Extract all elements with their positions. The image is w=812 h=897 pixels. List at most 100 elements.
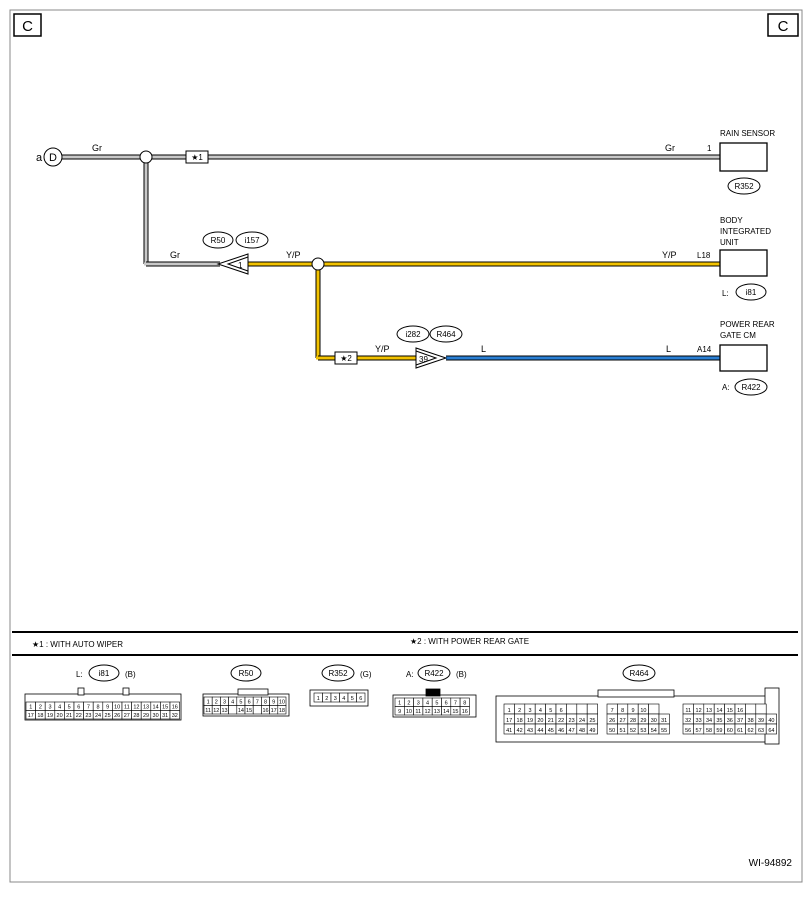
joint-connector-1: 1 (216, 253, 249, 275)
conn-i81-pin-number: 25 (105, 713, 111, 719)
conn-r50-pin-number: 15 (246, 708, 252, 714)
conn-i81-pin-number: 23 (85, 713, 91, 719)
conn-r464-a-pin-number: 47 (569, 728, 575, 734)
conn-i81-pin-number: 13 (143, 705, 149, 711)
conn-r422-pin-number: 6 (445, 701, 448, 707)
start-letter: D (49, 152, 57, 164)
conn-r50-pin-number: 3 (223, 700, 226, 706)
conn-i81-pin-number: 3 (48, 705, 51, 711)
conn-i81-pin-number: 30 (153, 713, 159, 719)
conn-r464-b-pin-number: 53 (640, 728, 646, 734)
conn-r352-ref: R352 (321, 664, 355, 682)
joint2-ref-r464-text: R464 (436, 330, 456, 339)
joint2-pin: 39 (419, 355, 428, 364)
conn-r464-a-pin-cell (566, 703, 578, 715)
conn-r50-ref: R50 (230, 664, 262, 682)
conn-i81-color: (B) (125, 670, 136, 679)
note-star1: ★1 : WITH AUTO WIPER (32, 640, 123, 649)
rain-sensor-title: RAIN SENSOR (720, 129, 775, 138)
conn-r464-a-pin-number: 20 (537, 718, 543, 724)
option-box-star1: ★1 (185, 150, 209, 164)
conn-r50-pin-number: 11 (205, 708, 211, 714)
body-unit-pin: L18 (697, 251, 711, 260)
conn-r464-b-pin-number: 10 (640, 708, 646, 714)
conn-r464-c-pin-number: 37 (737, 718, 743, 724)
conn-r50-pin-cell (277, 705, 287, 715)
conn-r50-pin-number: 2 (215, 700, 218, 706)
diagram-code: WI-94892 (749, 858, 793, 869)
power-rear-box (719, 344, 768, 372)
conn-r422-pin-number: 2 (407, 701, 410, 707)
conn-r464-a-pin-number: 46 (558, 728, 564, 734)
conn-r352-name: R352 (328, 669, 348, 678)
conn-r422-name: R422 (424, 669, 444, 678)
conn-r50-pin-number: 16 (262, 708, 268, 714)
conn-i81-pin-number: 15 (162, 705, 168, 711)
conn-r464-b-pin-number: 30 (651, 718, 657, 724)
conn-r464-a-pin-cell (576, 703, 588, 715)
wire-label-yp-body: Y/P (662, 250, 677, 260)
conn-r50-pin-number: 6 (248, 700, 251, 706)
conn-r422-pin-number: 13 (434, 709, 440, 715)
rain-sensor-box (719, 142, 768, 172)
conn-i81-pin-number: 32 (172, 713, 178, 719)
conn-r464-b-pin-number: 28 (630, 718, 636, 724)
conn-r352-color: (G) (360, 670, 372, 679)
conn-i81-pin-number: 5 (68, 705, 71, 711)
conn-r422-pin-cell (459, 706, 470, 716)
conn-r464-a-pin-number: 18 (517, 718, 523, 724)
start-label: a (36, 152, 43, 164)
conn-r464-b-pin-number: 50 (609, 728, 615, 734)
conn-r50-pin-number: 1 (207, 700, 210, 706)
conn-r464-c-pin-number: 33 (696, 718, 702, 724)
conn-i81-pin-number: 27 (124, 713, 130, 719)
conn-r464-c-pin-number: 62 (748, 728, 754, 734)
conn-r464-ref: R464 (622, 664, 656, 682)
conn-i81-pin-number: 8 (96, 705, 99, 711)
conn-r50-pin-cell (252, 705, 262, 715)
conn-i81-pin-number: 21 (66, 713, 72, 719)
corner-label-left: C (22, 18, 33, 35)
option-box-star2: ★2 (334, 351, 358, 365)
conn-r352-pin-number: 5 (351, 696, 354, 702)
conn-i81-pin-cell (169, 710, 180, 720)
conn-r352-pin-number: 3 (334, 696, 337, 702)
conn-r464-c-pin-cell (745, 703, 757, 715)
splice-point-yellow (311, 257, 325, 271)
conn-r464-b-pin-number: 9 (631, 708, 634, 714)
body-unit-connector-ref: i81 (735, 283, 767, 301)
conn-i81-pin-number: 28 (133, 713, 139, 719)
gray-wires (62, 154, 720, 267)
conn-r422-pin-number: 7 (454, 701, 457, 707)
conn-r464-c-pin-number: 64 (768, 728, 774, 734)
conn-r50-pin-number: 12 (213, 708, 219, 714)
option-star2-text: ★2 (340, 354, 352, 363)
wire-label-yp-joint2: Y/P (375, 344, 390, 354)
conn-r352-pin-cell (356, 692, 366, 703)
conn-r464-b-pin-number: 51 (620, 728, 626, 734)
wire-label-gr-start: Gr (92, 143, 102, 153)
joint-connector-2: 39 (415, 347, 448, 369)
conn-r464-a-pin-number: 48 (579, 728, 585, 734)
conn-i81-pin-number: 12 (133, 705, 139, 711)
joint2-ref-i282: i282 (396, 325, 430, 343)
body-unit-title-3: UNIT (720, 238, 739, 247)
conn-i81-pin-number: 20 (57, 713, 63, 719)
conn-r464-b-pin-number: 8 (621, 708, 624, 714)
conn-r464-c-pin-number: 13 (706, 708, 712, 714)
conn-r464-b-pin-number: 27 (620, 718, 626, 724)
conn-i81-pin-number: 17 (28, 713, 34, 719)
conn-r50-name: R50 (239, 669, 254, 678)
joint1-ref-i157-text: i157 (244, 236, 260, 245)
conn-r464-c-pin-number: 61 (737, 728, 743, 734)
conn-r352-pin-number: 2 (325, 696, 328, 702)
conn-r464-b-pin-number: 29 (640, 718, 646, 724)
conn-i81-pin-number: 18 (37, 713, 43, 719)
conn-r422-pin-number: 11 (415, 709, 421, 715)
conn-r464-a-pin-number: 49 (589, 728, 595, 734)
conn-r464-a-pin-number: 41 (506, 728, 512, 734)
conn-r50-pin-number: 5 (239, 700, 242, 706)
power-rear-title-2: GATE CM (720, 331, 756, 340)
note-star2: ★2 : WITH POWER REAR GATE (410, 637, 529, 646)
